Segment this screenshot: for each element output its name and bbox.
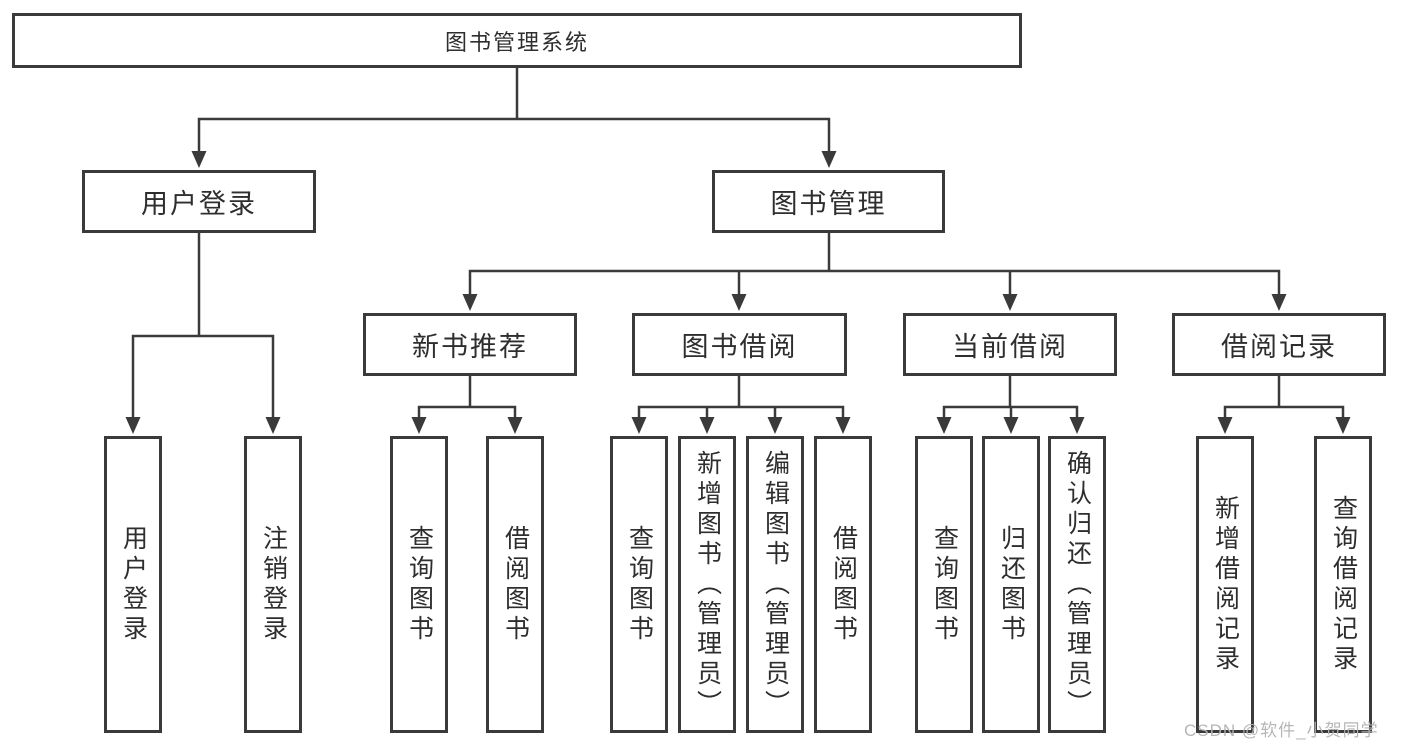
node-book-management-label: 图书管理	[770, 189, 887, 219]
node-user-login-leaf: 用户登录	[104, 436, 162, 733]
node-add-borrow-record: 新增借阅记录	[1196, 436, 1254, 733]
node-query-books-current-label: 查询图书	[930, 524, 959, 645]
node-query-books-borrowing: 查询图书	[610, 436, 668, 733]
node-user-login-branch-label: 用户登录	[141, 189, 257, 219]
node-current-borrowing-label: 当前借阅	[952, 332, 1068, 362]
node-query-books-borrowing-label: 查询图书	[625, 524, 654, 645]
node-user-login-leaf-label: 用户登录	[119, 524, 148, 645]
node-new-book-recommendation: 新书推荐	[363, 313, 577, 376]
node-return-books-label: 归还图书	[997, 524, 1026, 645]
node-borrowing-records-label: 借阅记录	[1221, 332, 1337, 362]
node-query-books-current: 查询图书	[915, 436, 973, 733]
node-book-borrowing-label: 图书借阅	[681, 332, 798, 362]
node-logout-label: 注销登录	[259, 524, 288, 645]
node-add-books-admin-label: 新增图书（管理员）	[693, 449, 722, 720]
node-query-books-recommend: 查询图书	[390, 436, 448, 733]
csdn-watermark: CSDN @软件_小贺同学	[1184, 721, 1379, 740]
node-confirm-return-admin-label: 确认归还（管理员）	[1063, 449, 1092, 720]
node-logout: 注销登录	[244, 436, 302, 733]
node-borrow-books-borrowing: 借阅图书	[814, 436, 872, 733]
node-confirm-return-admin: 确认归还（管理员）	[1048, 436, 1106, 733]
node-borrow-books-recommend-label: 借阅图书	[501, 524, 530, 645]
node-user-login-branch: 用户登录	[82, 170, 316, 233]
node-add-books-admin: 新增图书（管理员）	[678, 436, 736, 733]
node-new-book-recommendation-label: 新书推荐	[412, 332, 528, 362]
node-add-borrow-record-label: 新增借阅记录	[1211, 494, 1240, 675]
node-library-management-system: 图书管理系统	[12, 13, 1022, 68]
node-library-management-system-label: 图书管理系统	[444, 29, 589, 55]
node-borrow-books-recommend: 借阅图书	[486, 436, 544, 733]
node-return-books: 归还图书	[982, 436, 1040, 733]
node-query-borrow-record: 查询借阅记录	[1314, 436, 1372, 733]
node-borrow-books-borrowing-label: 借阅图书	[829, 524, 858, 645]
node-book-management: 图书管理	[712, 170, 945, 233]
node-query-borrow-record-label: 查询借阅记录	[1329, 494, 1358, 675]
node-current-borrowing: 当前借阅	[903, 313, 1117, 376]
node-edit-books-admin-label: 编辑图书（管理员）	[761, 449, 790, 720]
node-query-books-recommend-label: 查询图书	[405, 524, 434, 645]
node-edit-books-admin: 编辑图书（管理员）	[746, 436, 804, 733]
node-borrowing-records: 借阅记录	[1172, 313, 1386, 376]
node-book-borrowing: 图书借阅	[632, 313, 847, 376]
